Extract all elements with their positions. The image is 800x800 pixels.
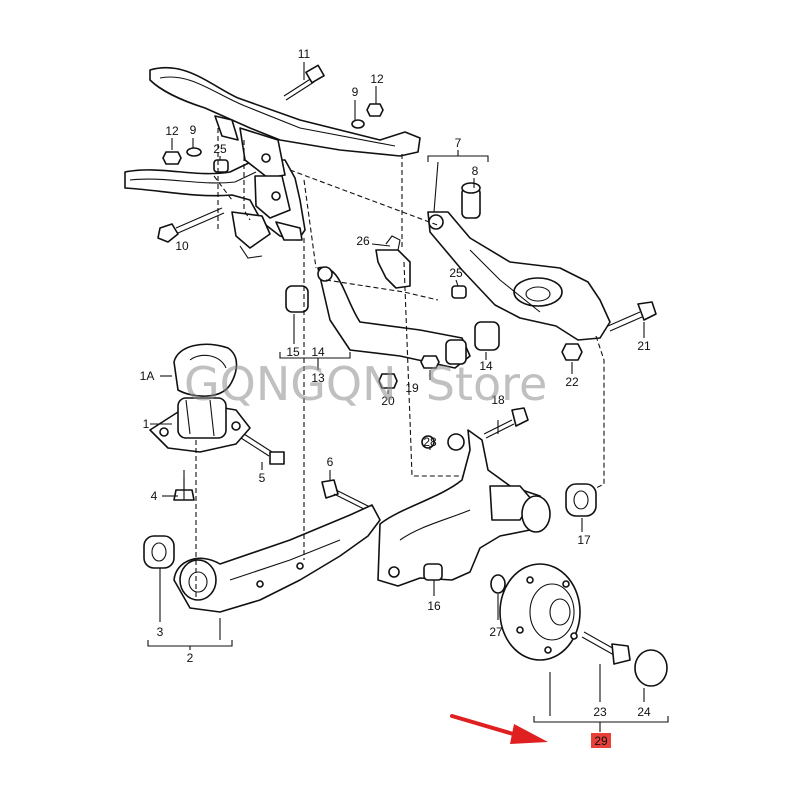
lower-control-arm-7-drawing <box>427 182 611 341</box>
bushing-25a-drawing <box>213 159 229 173</box>
part-number-labels: 11 12 9 9 12 25 10 7 8 26 25 21 22 15 14… <box>140 47 651 748</box>
label-4: 4 <box>151 489 158 503</box>
bushing-17-drawing <box>565 483 597 517</box>
mounting-dashed-lines <box>195 128 605 600</box>
nut-12a-drawing <box>162 151 182 165</box>
label-14b: 14 <box>479 359 493 373</box>
bolt-21-drawing <box>607 301 657 332</box>
label-25b: 25 <box>449 266 463 280</box>
seal-27-drawing <box>490 574 506 594</box>
washer-28-drawing <box>421 435 435 449</box>
label-15: 15 <box>286 345 300 359</box>
label-2: 2 <box>187 651 194 665</box>
nut-20-drawing <box>378 373 398 389</box>
nut-19-drawing <box>420 355 440 369</box>
label-29: 29 <box>594 734 608 748</box>
label-23: 23 <box>593 705 607 719</box>
bolt-10-drawing <box>157 207 225 243</box>
label-25a: 25 <box>213 142 227 156</box>
label-27: 27 <box>489 625 503 639</box>
label-1: 1 <box>143 417 150 431</box>
label-24: 24 <box>637 705 651 719</box>
bump-stop-1a-drawing <box>173 343 238 397</box>
label-14a: 14 <box>311 345 325 359</box>
bolt-5-drawing <box>240 433 285 465</box>
washer-9b-drawing <box>351 119 365 129</box>
bushing-13-drawing <box>445 339 467 365</box>
trailing-arm-2-drawing <box>173 504 381 613</box>
washer-9a-drawing <box>186 147 202 157</box>
label-9a: 9 <box>190 123 197 137</box>
upper-control-arm-14-drawing <box>285 266 500 369</box>
label-1a: 1A <box>140 369 155 383</box>
bushing-14b-drawing <box>474 321 500 351</box>
label-18: 18 <box>491 393 505 407</box>
label-11: 11 <box>298 47 311 61</box>
store-watermark: GQNGQN Store <box>184 357 547 411</box>
label-17: 17 <box>577 533 591 547</box>
hub-bolt-23-drawing <box>581 631 631 665</box>
bushing-3-drawing <box>143 535 175 569</box>
nut-22-drawing <box>561 343 583 361</box>
label-16: 16 <box>427 599 441 613</box>
dust-cap-24-drawing <box>634 649 668 687</box>
label-12b: 12 <box>370 72 384 86</box>
bushing-15-drawing <box>285 285 309 313</box>
label-26: 26 <box>356 234 370 248</box>
label-8: 8 <box>472 164 479 178</box>
label-6: 6 <box>327 455 334 469</box>
bushing-16-drawing <box>423 563 443 581</box>
wheel-hub-29-drawing <box>499 563 581 661</box>
red-pointer-arrow <box>450 714 548 744</box>
label-9b: 9 <box>352 85 359 99</box>
bolt-18-drawing <box>483 407 529 439</box>
label-12a: 12 <box>165 124 179 138</box>
leader-lines <box>147 62 669 732</box>
label-19: 19 <box>405 381 419 395</box>
label-5: 5 <box>259 471 266 485</box>
label-13: 13 <box>311 371 325 385</box>
mount-1-drawing <box>149 397 251 453</box>
label-21: 21 <box>637 339 651 353</box>
label-29-highlight <box>591 733 611 748</box>
wheel-bearing-housing-16-drawing <box>377 429 551 587</box>
label-20: 20 <box>381 394 395 408</box>
label-7: 7 <box>455 136 462 150</box>
label-28: 28 <box>423 435 437 449</box>
bushing-25b-drawing <box>451 285 467 299</box>
label-10: 10 <box>175 239 189 253</box>
label-22: 22 <box>565 375 579 389</box>
bracket-26-drawing <box>375 235 411 289</box>
subframe-drawing <box>124 66 421 259</box>
nut-12b-drawing <box>366 103 384 117</box>
label-3: 3 <box>157 625 164 639</box>
bolt-11-drawing <box>283 64 325 101</box>
bolt-6-drawing <box>321 479 373 513</box>
